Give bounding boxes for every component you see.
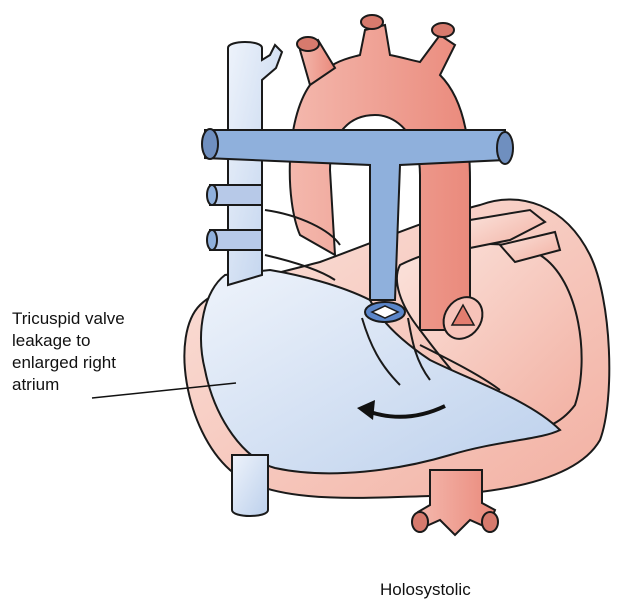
- septum-line-2: [264, 254, 336, 281]
- mitral-valve: [442, 296, 484, 340]
- branch-end-2: [360, 14, 384, 30]
- annotation-line-2: leakage to: [12, 331, 91, 350]
- label-leader-line: [91, 382, 237, 399]
- tricuspid-valve: [361, 301, 431, 386]
- septum-line: [264, 209, 341, 246]
- branch-end-1: [296, 36, 320, 52]
- aortic-arch: [288, 23, 471, 331]
- annotation-label: Tricuspid valve leakage to enlarged righ…: [12, 308, 202, 396]
- chordae-line: [419, 344, 501, 391]
- aorta-branch-end-left: [411, 511, 429, 533]
- vein-tube-upper-end: [206, 184, 218, 206]
- vein-tube-lower-end: [206, 229, 218, 251]
- descending-aorta: [416, 469, 497, 537]
- vena-cava: [227, 41, 284, 287]
- figure-caption: Holosystolic: [380, 580, 471, 599]
- regurgitation-flow-arrow-icon: [357, 400, 446, 420]
- pulmonary-artery-left-end: [201, 128, 219, 160]
- pulmonary-vein-lower: [498, 230, 562, 264]
- pulmonary-vein-upper: [469, 208, 547, 250]
- inferior-vena-cava: [231, 454, 269, 517]
- aorta-branch-end-right: [481, 511, 499, 533]
- branch-end-3: [431, 22, 455, 38]
- annotation-line-3: enlarged right: [12, 353, 116, 372]
- annotation-line-4: atrium: [12, 375, 60, 394]
- pulmonary-artery-right-end: [496, 131, 514, 165]
- annotation-line-1: Tricuspid valve: [12, 309, 125, 328]
